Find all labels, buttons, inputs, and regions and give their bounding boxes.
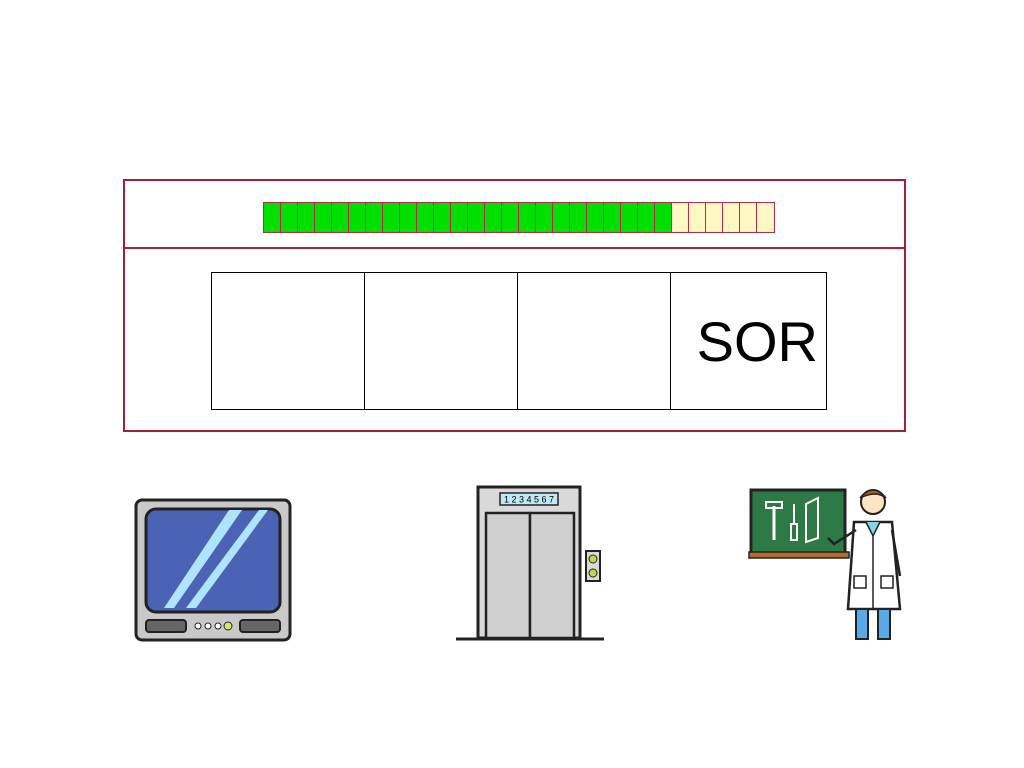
progress-segment	[417, 203, 434, 232]
answer-box-2[interactable]	[365, 273, 518, 409]
progress-segment	[349, 203, 366, 232]
progress-segment	[400, 203, 417, 232]
television-icon[interactable]	[134, 498, 294, 649]
progress-segment	[621, 203, 638, 232]
progress-segment	[315, 203, 332, 232]
progress-segment	[485, 203, 502, 232]
progress-segment	[638, 203, 655, 232]
progress-segment	[536, 203, 553, 232]
answer-row: SOR	[211, 272, 827, 410]
progress-segment	[570, 203, 587, 232]
progress-segment	[451, 203, 468, 232]
progress-segment	[468, 203, 485, 232]
progress-segment	[519, 203, 536, 232]
progress-segment	[740, 203, 757, 232]
progress-segment	[757, 203, 774, 232]
progress-segment	[723, 203, 740, 232]
floor-display: 1 2 3 4 5 6 7	[504, 495, 554, 505]
elevator-icon[interactable]: 1 2 3 4 5 6 7	[454, 485, 606, 650]
progress-segment	[434, 203, 451, 232]
teacher-icon[interactable]	[748, 484, 910, 649]
progress-segment	[672, 203, 689, 232]
progress-segment	[281, 203, 298, 232]
progress-segment	[587, 203, 604, 232]
progress-segment	[604, 203, 621, 232]
progress-segment	[706, 203, 723, 232]
progress-segment	[298, 203, 315, 232]
game-frame: SOR	[123, 179, 906, 432]
answer-box-1[interactable]	[212, 273, 365, 409]
progress-segment	[264, 203, 281, 232]
progress-segment	[332, 203, 349, 232]
answer-box-4[interactable]: SOR	[696, 309, 818, 373]
progress-segment	[366, 203, 383, 232]
progress-bar	[263, 202, 775, 233]
progress-segment	[502, 203, 519, 232]
progress-segment	[655, 203, 672, 232]
frame-divider	[125, 247, 904, 249]
progress-segment	[383, 203, 400, 232]
progress-segment	[689, 203, 706, 232]
progress-segment	[553, 203, 570, 232]
answer-box-3[interactable]	[518, 273, 671, 409]
